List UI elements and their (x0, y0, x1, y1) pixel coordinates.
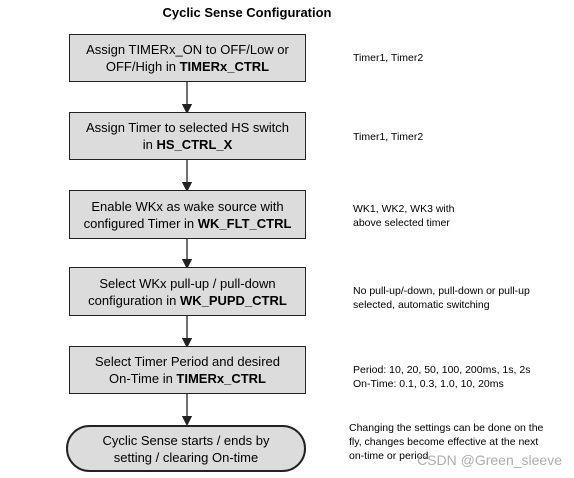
terminal-note: Changing the settings can be done on the… (349, 422, 544, 462)
step-5-line2: On-Time in TIMERx_CTRL (109, 371, 266, 386)
step-3-note: WK1, WK2, WK3 with above selected timer (353, 203, 455, 229)
step-5-note: Period: 10, 20, 50, 100, 200ms, 1s, 2s O… (353, 364, 531, 390)
step-4-register: WK_PUPD_CTRL (179, 292, 287, 308)
step-box-1: Assign TIMERx_ON to OFF/Low or OFF/High … (69, 34, 306, 82)
step-2-register: HS_CTRL_X (156, 137, 233, 152)
step-5-line1: Select Timer Period and desired (95, 354, 280, 369)
watermark: CSDN @Green_sleeve (417, 452, 562, 468)
step-3-line2: configured Timer in WK_FLT_CTRL (83, 215, 292, 231)
step-4-line1: Select WKx pull-up / pull-down (99, 275, 276, 291)
step-1-register: TIMERx_CTRL (179, 59, 270, 74)
step-3-register: WK_FLT_CTRL (197, 215, 292, 231)
step-2-line2: in HS_CTRL_X (142, 137, 233, 152)
step-2-line1: Assign Timer to selected HS switch (85, 120, 290, 135)
step-4-note: No pull-up/-down, pull-down or pull-up s… (353, 285, 530, 311)
diagram-title: Cyclic Sense Configuration (162, 5, 332, 20)
step-3-line1: Enable WKx as wake source with (91, 198, 284, 214)
terminal-line1: Cyclic Sense starts / ends by (102, 432, 270, 448)
step-box-4: Select WKx pull-up / pull-down configura… (69, 267, 306, 316)
step-1-line1: Assign TIMERx_ON to OFF/Low or (86, 42, 289, 57)
step-4-line2: configuration in WK_PUPD_CTRL (88, 292, 287, 308)
step-1-line2: OFF/High in TIMERx_CTRL (105, 59, 270, 74)
step-5-register: TIMERx_CTRL (176, 371, 266, 386)
terminal-line2: setting / clearing On-time (113, 449, 259, 465)
step-box-5: Select Timer Period and desired On-Time … (69, 346, 306, 394)
step-1-note: Timer1, Timer2 (353, 52, 424, 64)
terminal-node: Cyclic Sense starts / ends by setting / … (66, 425, 306, 472)
step-box-2: Assign Timer to selected HS switch in HS… (69, 112, 306, 160)
step-box-3: Enable WKx as wake source with configure… (69, 190, 306, 239)
step-2-note: Timer1, Timer2 (353, 131, 424, 143)
